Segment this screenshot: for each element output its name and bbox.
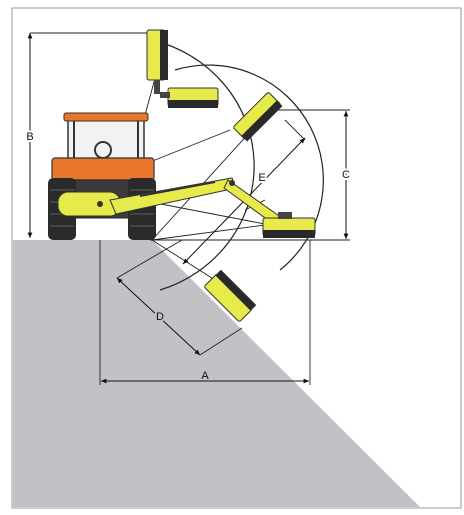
tractor-cab bbox=[67, 116, 145, 160]
boom-mount bbox=[57, 191, 121, 217]
dimension-d-ext-bottom bbox=[199, 327, 243, 356]
tractor bbox=[48, 112, 156, 240]
dimension-c-label: C bbox=[342, 169, 350, 181]
ground-slope bbox=[13, 240, 420, 507]
hydraulic-ram bbox=[139, 181, 216, 197]
tractor-roof bbox=[63, 112, 149, 122]
mower-head-angled-slope bbox=[204, 269, 257, 322]
dimension-e-label: E bbox=[258, 172, 265, 184]
dimension-b-label: B bbox=[26, 131, 33, 143]
frame-border bbox=[11, 7, 462, 509]
tractor-body bbox=[51, 157, 155, 181]
mower-head-angled-upper bbox=[233, 92, 283, 142]
hydraulic-boom-arm bbox=[57, 177, 283, 227]
dimension-d-label: D bbox=[156, 311, 164, 323]
dimension-d-ext-top bbox=[116, 239, 183, 279]
dimension-a-label: A bbox=[201, 370, 209, 382]
dimension-d-line bbox=[116, 277, 201, 356]
mower-head-horizontal-level bbox=[262, 212, 316, 238]
mower-head-horizontal-upper bbox=[160, 87, 219, 108]
mower-head-vertical-up bbox=[146, 29, 168, 94]
